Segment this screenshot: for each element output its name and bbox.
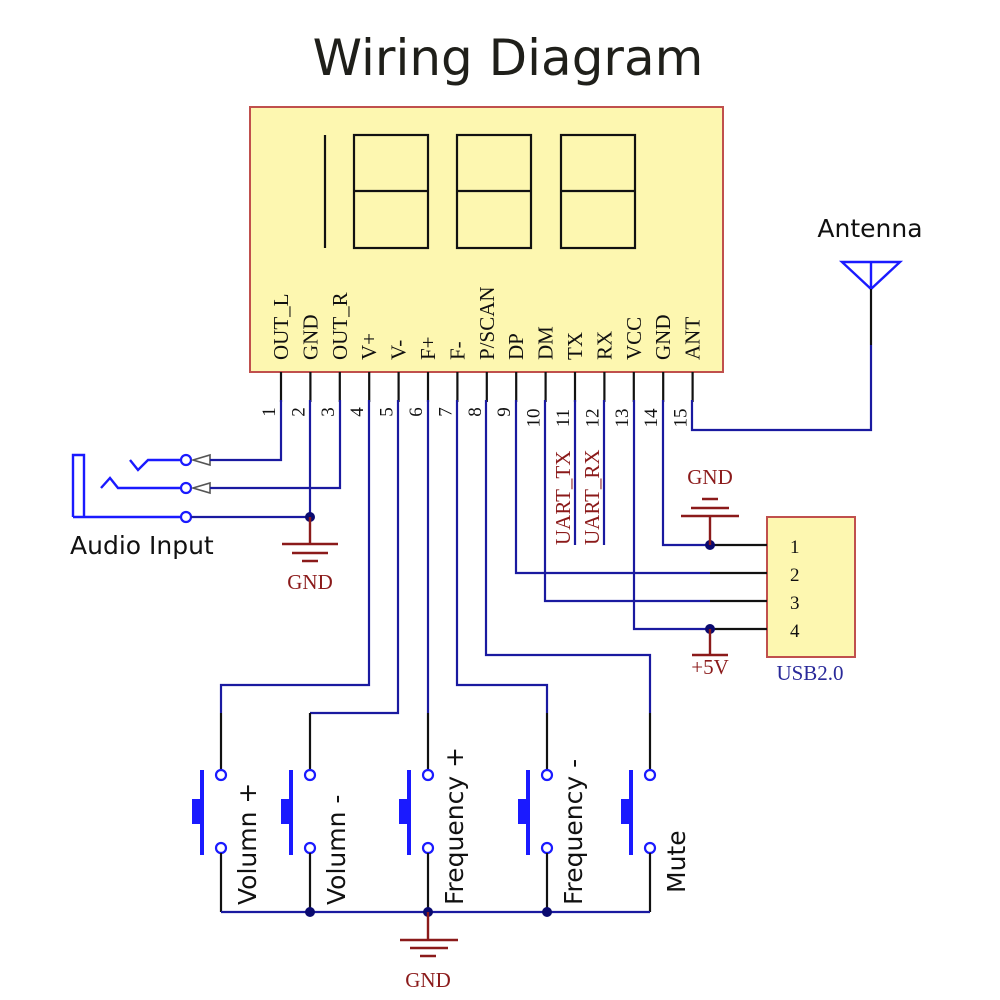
usb-label: USB2.0 — [776, 661, 843, 685]
digit-8 — [559, 133, 637, 250]
wire-out-r — [210, 400, 342, 490]
pin-label: F+ — [416, 336, 440, 360]
pin-label: P/SCAN — [475, 286, 499, 360]
pin-label: OUT_R — [328, 292, 352, 360]
pin-number: 3 — [318, 407, 339, 417]
pin-number: 9 — [494, 407, 515, 417]
pin-number: 8 — [465, 407, 486, 417]
push-buttons: Volumn + Volumn - Frequency + Frequency - Mu… — [192, 713, 691, 912]
usb-pin-4: 4 — [790, 621, 800, 642]
button-ground-symbol: GND — [400, 912, 458, 992]
pin-number: 10 — [524, 409, 545, 428]
wire-out-l — [210, 400, 283, 462]
wire-fminus — [455, 400, 549, 713]
module-body — [249, 106, 724, 373]
digit-8 — [352, 133, 430, 250]
pin-label: DM — [534, 326, 558, 360]
pin-number: 5 — [377, 407, 398, 417]
usb-pin-2: 2 — [790, 565, 800, 586]
pin-number: 13 — [612, 409, 633, 428]
audio-jack-ring-icon — [100, 476, 186, 490]
uart-rx-label: UART_RX — [580, 449, 604, 545]
pin-label: GND — [298, 315, 322, 361]
pin-number: 6 — [406, 407, 427, 417]
button-label: Frequency - — [559, 759, 588, 905]
seven-segment-display — [323, 133, 637, 250]
pin-label: V+ — [357, 333, 381, 360]
diagram-title: Wiring Diagram — [313, 29, 704, 87]
pin-number: 2 — [288, 407, 309, 417]
pin-number: 11 — [553, 409, 574, 427]
uart-tx-label: UART_TX — [551, 451, 575, 545]
audio-jack-tip-icon — [129, 458, 186, 472]
digit-8 — [455, 133, 533, 250]
usb-connector: 1 2 3 4 USB2.0 GND +5V — [514, 400, 856, 685]
pin-number: 12 — [582, 409, 603, 428]
pin-leads — [279, 372, 694, 402]
pin-number: 14 — [641, 408, 662, 428]
power-5v-label: +5V — [691, 655, 729, 679]
pin-number: 1 — [259, 407, 280, 417]
pin-label: RX — [592, 331, 616, 360]
wire-vminus — [310, 400, 400, 715]
push-button — [518, 713, 554, 912]
button-label: Mute — [662, 830, 691, 893]
wire-vplus — [219, 400, 371, 713]
usb-gnd-label: GND — [687, 465, 733, 489]
button-label: Frequency + — [440, 747, 469, 905]
push-button — [621, 713, 657, 912]
antenna-label: Antenna — [817, 214, 922, 243]
wire-gnd-usb1 — [661, 400, 710, 547]
antenna-icon — [838, 260, 904, 291]
usb-ground-symbol: GND — [681, 465, 739, 545]
antenna-wire — [690, 345, 873, 432]
wire-dp-usb2 — [514, 400, 710, 575]
audio-jack-sleeve-icon — [71, 453, 86, 517]
usb-body — [766, 516, 856, 658]
audio-gnd-label: GND — [287, 570, 333, 594]
push-button — [192, 713, 228, 912]
usb-pin-1: 1 — [790, 537, 800, 558]
pin-label: TX — [563, 332, 587, 360]
audio-jack: Audio Input — [70, 400, 342, 560]
pin-number: 15 — [671, 409, 692, 428]
push-button — [399, 713, 435, 912]
audio-ground-symbol: GND — [282, 517, 338, 594]
pin-label: GND — [651, 315, 675, 361]
pin-label: DP — [504, 333, 528, 360]
button-label: Volumn + — [233, 783, 262, 905]
usb-pin-3: 3 — [790, 593, 800, 614]
wire-dm-usb3 — [543, 400, 710, 603]
wire-vcc-usb4 — [632, 400, 710, 631]
wire-pscan — [484, 400, 652, 713]
pin-label: V- — [387, 340, 411, 360]
button-gnd-label: GND — [405, 968, 451, 992]
pin-label: ANT — [681, 317, 705, 360]
pin-number: 7 — [435, 407, 456, 417]
audio-input-label: Audio Input — [70, 531, 214, 560]
pin-label: VCC — [622, 317, 646, 360]
antenna: Antenna — [690, 214, 923, 432]
power-5v-symbol: +5V — [691, 629, 729, 679]
push-button — [281, 713, 317, 912]
pin-label: OUT_L — [269, 294, 293, 361]
pin-number: 4 — [347, 407, 368, 417]
pin-label: F- — [445, 341, 469, 360]
button-label: Volumn - — [322, 795, 351, 905]
